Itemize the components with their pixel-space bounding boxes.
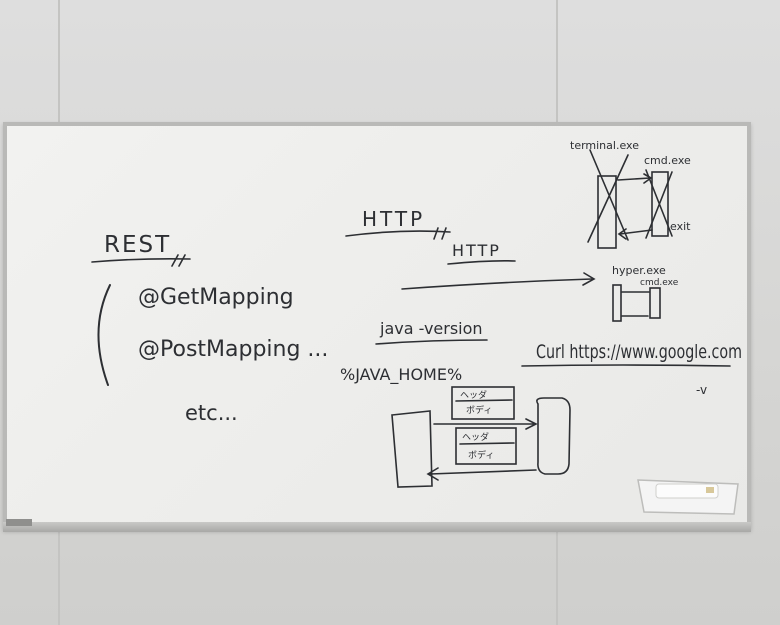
post-mapping-text: @PostMapping ... <box>138 337 328 362</box>
exit-label: exit <box>670 220 691 233</box>
eraser-holder <box>637 479 739 515</box>
board-label-tag <box>6 519 32 526</box>
curl-command-text: Curl https://www.google.com <box>536 341 742 363</box>
terminal-label: terminal.exe <box>570 139 639 152</box>
server-box <box>536 397 571 475</box>
whiteboard <box>3 122 751 530</box>
java-home-text: %JAVA_HOME% <box>340 365 462 385</box>
request-arrowhead <box>582 272 596 286</box>
response-arrow <box>426 467 537 481</box>
cmd-exit-arrow <box>617 228 653 240</box>
java-underline <box>375 339 488 345</box>
http-mid-text: HTTP <box>452 241 501 260</box>
etc-text: etc... <box>185 401 238 425</box>
request-arrow-2 <box>433 418 538 430</box>
rest-underline-ticks <box>171 254 186 267</box>
cmd-label: cmd.exe <box>644 154 691 167</box>
response-body-label: ボディ <box>468 449 494 461</box>
http-top-ticks <box>433 227 447 240</box>
hyper-cmd-label: cmd.exe <box>640 278 679 288</box>
hyper-links <box>621 291 650 317</box>
cmd-cross <box>645 169 673 239</box>
cmd-box <box>651 171 669 237</box>
response-header-label: ヘッダ <box>462 431 489 443</box>
request-packet <box>451 386 515 420</box>
http-mid-underline <box>447 260 516 265</box>
request-packet-divider <box>455 399 513 402</box>
terminal-cross <box>587 149 629 243</box>
curl-underline <box>521 364 731 367</box>
client-box <box>391 410 433 488</box>
response-packet-divider <box>459 442 515 445</box>
marker-tray <box>3 522 751 532</box>
http-top-text: HTTP <box>362 207 425 231</box>
get-mapping-text: @GetMapping <box>138 285 294 310</box>
rest-heading: REST <box>104 232 171 258</box>
hyper-cmd-box <box>649 287 661 319</box>
request-header-label: ヘッダ <box>460 389 487 401</box>
hyper-label: hyper.exe <box>612 264 666 277</box>
curl-flag-text: -v <box>696 383 707 397</box>
left-bracket <box>97 284 111 386</box>
hyper-box <box>612 284 622 322</box>
terminal-to-cmd-arrow <box>617 173 653 184</box>
http-top-underline <box>345 230 451 237</box>
request-arrow <box>401 278 593 290</box>
request-body-label: ボディ <box>466 404 492 416</box>
rest-underline <box>91 258 191 263</box>
response-packet <box>455 427 517 465</box>
java-version-text: java -version <box>379 319 483 338</box>
